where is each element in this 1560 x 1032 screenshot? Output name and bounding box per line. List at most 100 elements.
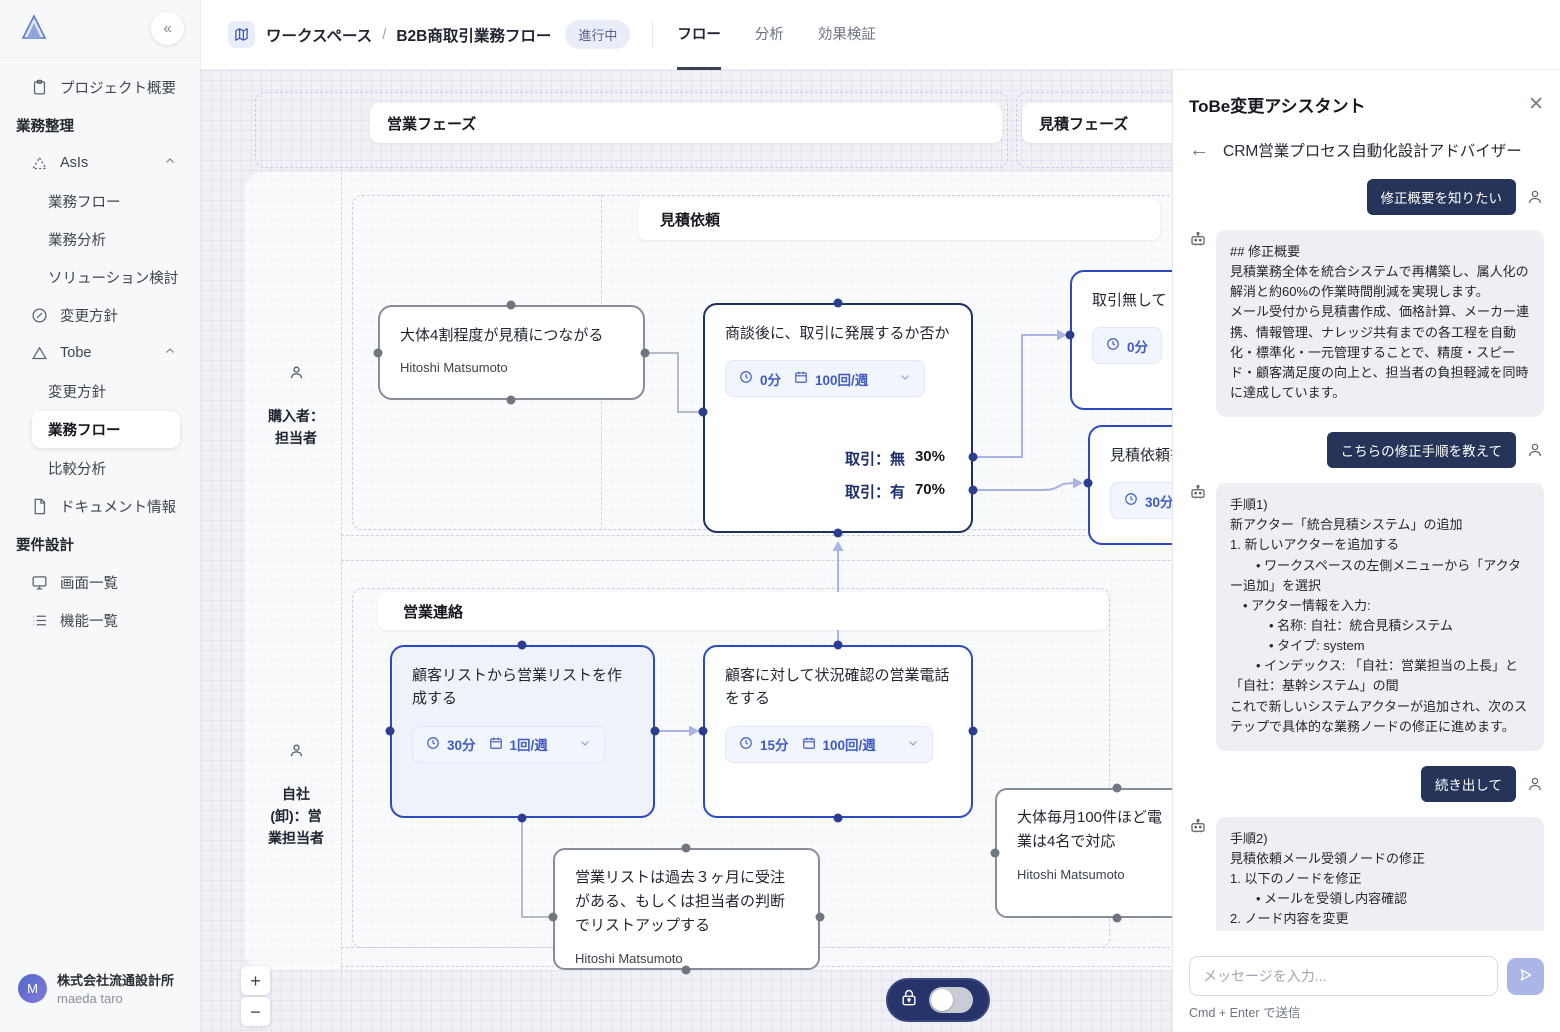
note-sales-list-criteria[interactable]: 営業リストは過去３ヶ月に受注 がある、もしくは担当者の判断 でリストアップする … — [553, 848, 820, 970]
sidebar-item-document-info[interactable]: ドキュメント情報 — [0, 487, 200, 525]
calendar-icon — [802, 736, 816, 753]
panel-title: ToBe変更アシスタント — [1189, 97, 1366, 116]
chat-message-user: こちらの修正手順を教えて — [1189, 432, 1544, 469]
lock-toggle[interactable] — [886, 978, 990, 1022]
lock-icon — [899, 988, 919, 1013]
phase-header-sales[interactable]: 営業フェーズ — [370, 103, 1002, 143]
lane-divider — [341, 560, 1560, 561]
tab-effect-check[interactable]: 効果検証 — [817, 26, 876, 43]
chat-message-user: 修正概要を知りたい — [1189, 179, 1544, 215]
breadcrumb-project: B2B商取引業務フロー — [396, 27, 552, 45]
lane-divider — [341, 966, 1560, 967]
clock-icon — [1124, 492, 1138, 509]
person-icon — [246, 742, 346, 759]
status-badge: 進行中 — [565, 20, 631, 49]
clipboard-icon — [30, 79, 48, 96]
calendar-icon — [489, 736, 503, 753]
tab-analysis[interactable]: 分析 — [754, 26, 784, 43]
sidebar-item-project-overview[interactable]: プロジェクト概要 — [0, 68, 200, 106]
sidebar-item-change-policy[interactable]: 変更方針 — [0, 296, 200, 334]
robot-icon — [1189, 817, 1207, 835]
sidebar-item-tobe-policy[interactable]: 変更方針 — [48, 384, 106, 401]
sidebar-section-requirements: 要件設計 — [16, 537, 74, 554]
sidebar-item-asis-flow[interactable]: 業務フロー — [48, 194, 121, 211]
sidebar-item-comparison[interactable]: 比較分析 — [48, 461, 106, 478]
app-logo-icon — [20, 12, 48, 47]
company-name: 株式会社流通設計所 — [57, 973, 175, 988]
document-icon — [30, 498, 48, 515]
sidebar-section-business: 業務整理 — [16, 118, 74, 135]
asis-triangle-icon — [30, 155, 48, 172]
node-metrics-chip[interactable]: 0分 100回/週 — [725, 360, 926, 398]
map-icon — [228, 21, 255, 48]
chevron-down-icon — [579, 737, 591, 752]
group-header-quote-request[interactable]: 見積依頼 — [638, 198, 1160, 240]
calendar-icon — [794, 370, 808, 387]
chevron-down-icon — [899, 371, 911, 386]
breadcrumb-separator: / — [382, 26, 387, 43]
user-account[interactable]: M 株式会社流通設計所 maeda taro — [18, 970, 174, 1006]
send-button[interactable] — [1507, 957, 1544, 995]
chevron-down-icon — [907, 737, 919, 752]
user-icon — [1526, 188, 1544, 206]
sidebar-item-tobe-flow-active[interactable]: 業務フロー — [32, 411, 180, 448]
sidebar-collapse-button[interactable]: « — [151, 12, 184, 45]
node-metrics-chip[interactable]: 0分 — [1092, 327, 1163, 365]
toggle-knob — [931, 989, 953, 1011]
sidebar: « プロジェクト概要 業務整理 AsIs 業務フロー 業務分析 ソリューション検… — [0, 0, 201, 1032]
top-header: ワークスペース / B2B商取引業務フロー 進行中 フロー 分析 効果検証 — [201, 0, 1560, 70]
tab-flow[interactable]: フロー — [677, 0, 721, 70]
sidebar-item-function-list[interactable]: 機能一覧 — [0, 601, 200, 639]
message-input[interactable] — [1189, 956, 1498, 996]
user-icon — [1526, 775, 1544, 793]
tobe-triangle-icon — [30, 345, 48, 362]
list-icon — [30, 612, 48, 629]
chat-message-bot: ## 修正概要 見積業務全体を統合システムで再構築し、属人化の解消と約60%の作… — [1189, 230, 1544, 418]
sidebar-item-solution-review[interactable]: ソリューション検討 — [48, 270, 179, 287]
clock-icon — [739, 736, 753, 753]
user-name: maeda taro — [57, 991, 123, 1006]
zoom-out-button[interactable]: − — [241, 997, 270, 1026]
toggle-switch[interactable] — [929, 987, 973, 1013]
send-icon — [1518, 967, 1534, 986]
compass-icon — [30, 307, 48, 324]
flow-node-sales-call[interactable]: 顧客に対して状況確認の営業電話をする 15分 100回/週 — [703, 645, 973, 818]
flow-node-lead-conversion[interactable]: 大体4割程度が見積につながる Hitoshi Matsumoto — [378, 305, 645, 400]
chat-message-bot: 手順1) 新アクター「統合見積システム」の追加 1. 新しいアクターを追加する … — [1189, 483, 1544, 751]
header-divider — [652, 21, 654, 48]
group-header-sales-contact[interactable]: 営業連絡 — [378, 592, 1108, 630]
back-arrow-icon[interactable]: ← — [1189, 139, 1209, 161]
node-metrics-chip[interactable]: 30分 1回/週 — [412, 725, 605, 763]
chevron-up-icon[interactable] — [164, 155, 176, 171]
clock-icon — [1106, 337, 1120, 354]
phase-column-sales — [255, 92, 1008, 168]
clock-icon — [426, 736, 440, 753]
robot-icon — [1189, 483, 1207, 501]
lane-divider — [341, 535, 1560, 536]
zoom-in-button[interactable]: + — [241, 966, 270, 995]
lane-label-own-sales: 自社 (卸)：営 業担当者 — [246, 720, 346, 849]
close-icon[interactable]: ✕ — [1528, 94, 1544, 115]
chevron-up-icon[interactable] — [164, 345, 176, 361]
tobe-assistant-panel: ToBe変更アシスタント ✕ ← CRM営業プロセス自動化設計アドバイザー 修正… — [1172, 70, 1560, 1032]
lane-label-divider — [341, 172, 342, 970]
sidebar-item-tobe[interactable]: Tobe — [0, 334, 200, 372]
flow-node-create-sales-list[interactable]: 顧客リストから営業リストを作成する 30分 1回/週 — [390, 645, 655, 818]
view-tabs: フロー 分析 効果検証 — [677, 0, 876, 70]
sidebar-item-asis[interactable]: AsIs — [0, 144, 200, 182]
sidebar-item-asis-analysis[interactable]: 業務分析 — [48, 232, 106, 249]
clock-icon — [739, 370, 753, 387]
person-icon — [246, 364, 346, 381]
robot-icon — [1189, 230, 1207, 248]
chat-message-user: 続き出して — [1189, 765, 1544, 802]
user-icon — [1526, 441, 1544, 459]
agent-title: CRM営業プロセス自動化設計アドバイザー — [1223, 143, 1522, 160]
breadcrumb-workspace[interactable]: ワークスペース — [266, 27, 373, 45]
sidebar-item-screen-list[interactable]: 画面一覧 — [0, 563, 200, 601]
node-metrics-chip[interactable]: 15分 100回/週 — [725, 725, 933, 763]
chat-history[interactable]: 修正概要を知りたい ## 修正概要 見積業務全体を統合システムで再構築し、属人化… — [1189, 179, 1544, 931]
chat-message-bot: 手順2) 見積依頼メール受領ノードの修正 1. 以下のノードを修正 • メールを… — [1189, 816, 1544, 931]
